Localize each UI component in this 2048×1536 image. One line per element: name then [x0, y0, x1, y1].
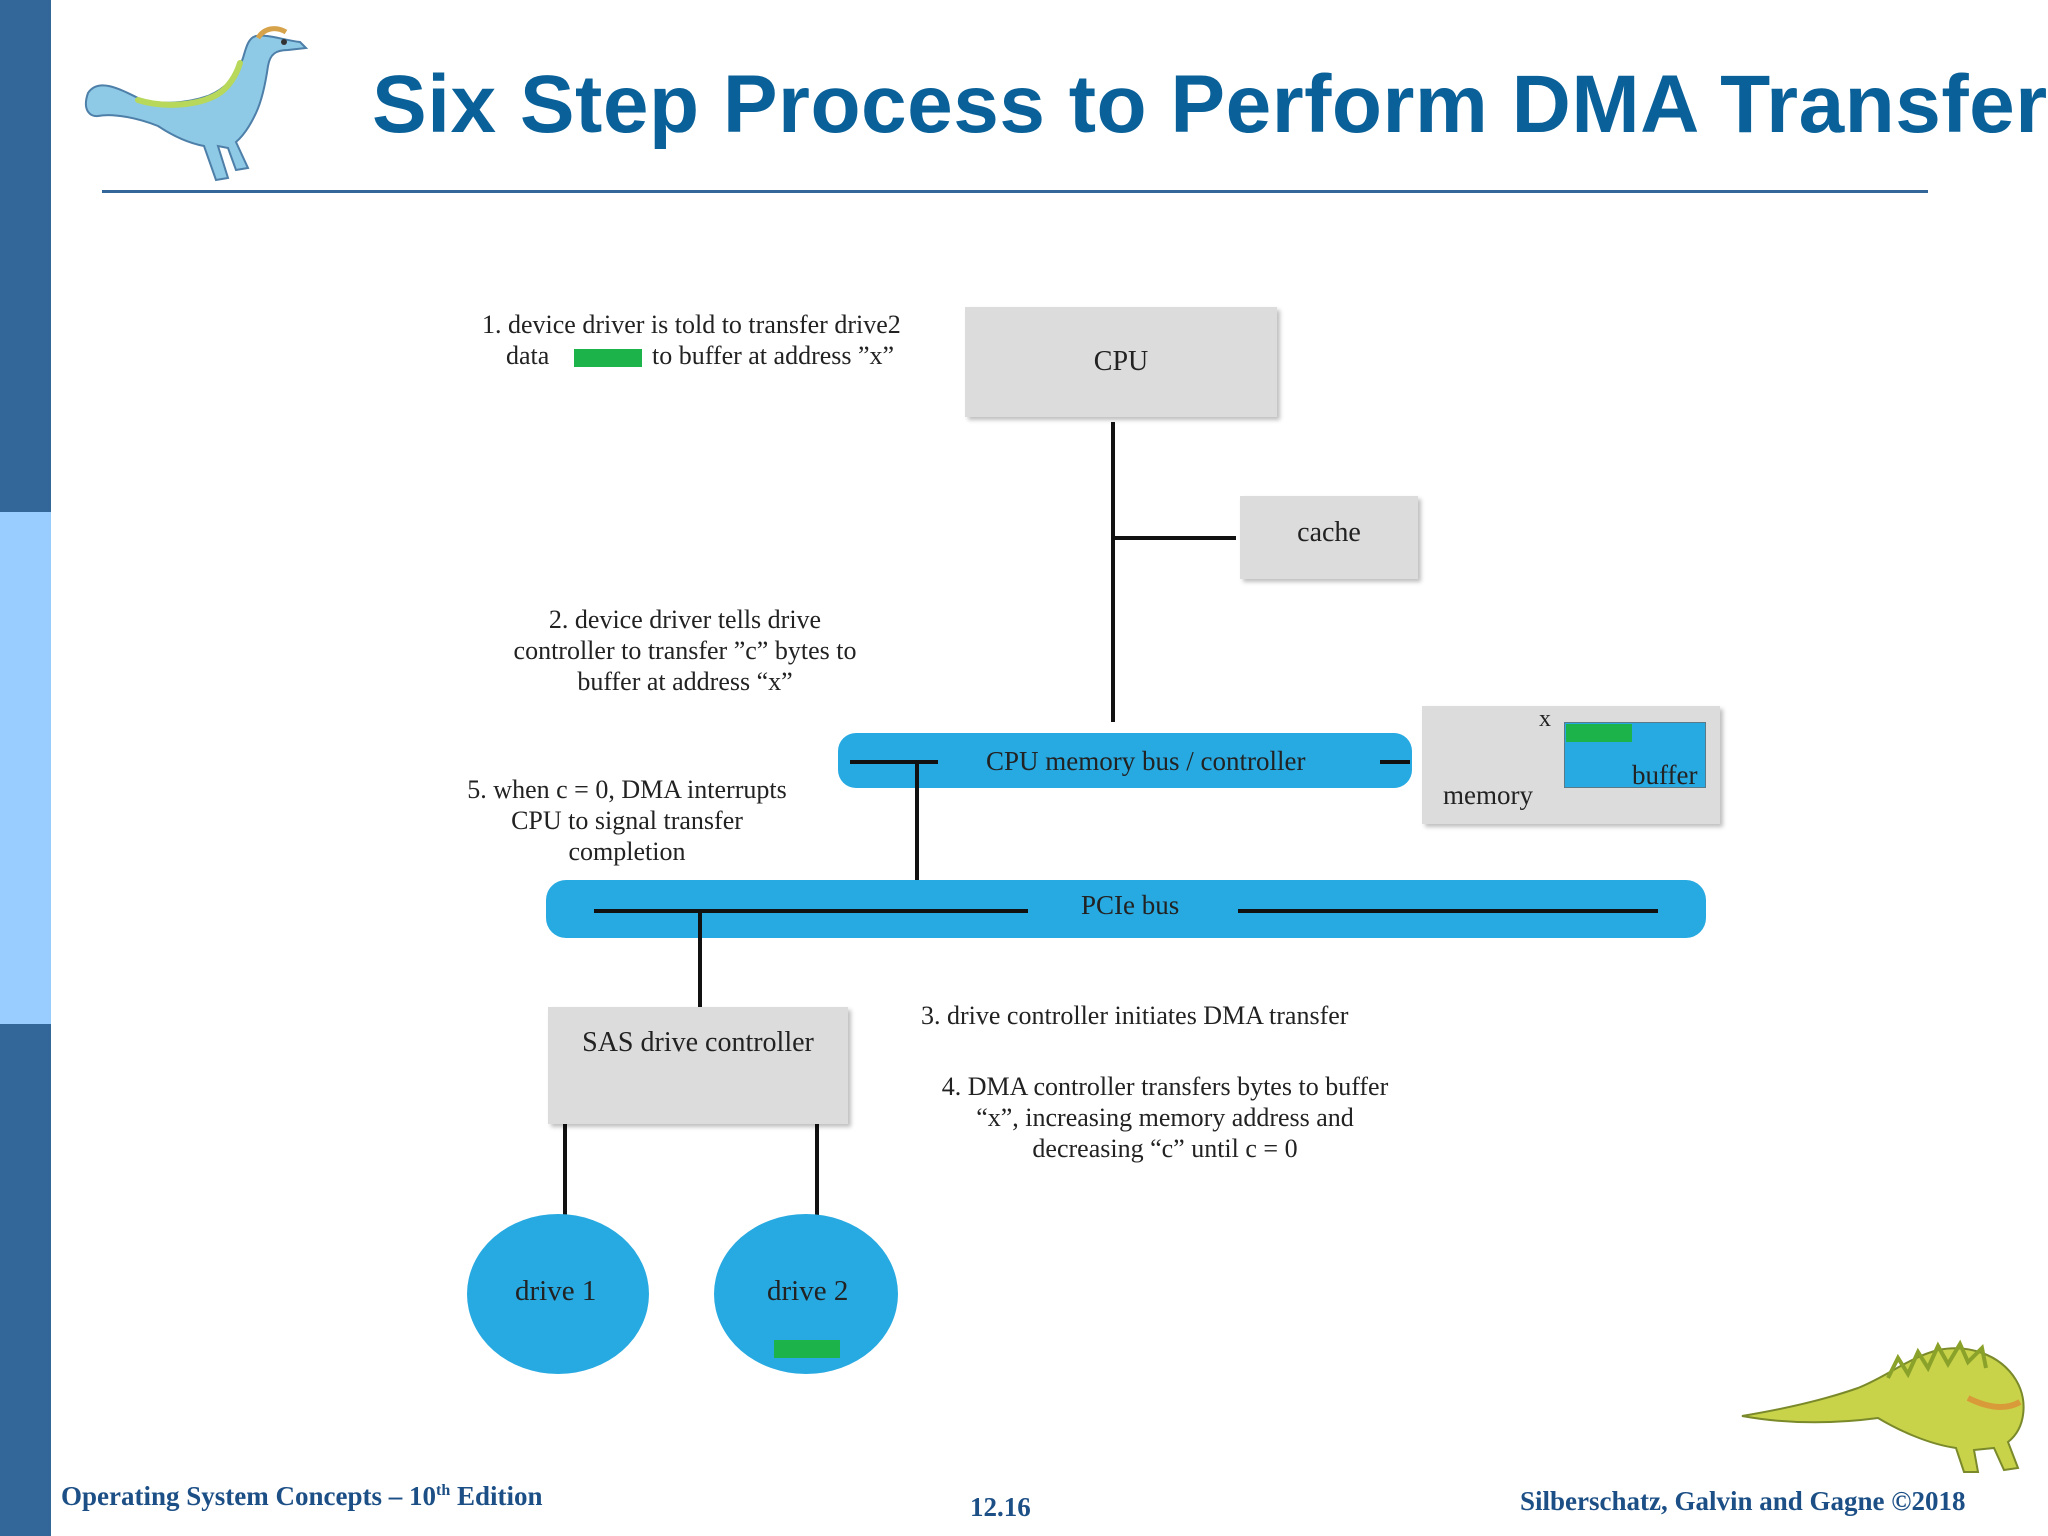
step1-data-block [574, 349, 642, 367]
drive2-label: drive 2 [767, 1275, 849, 1307]
cpu-box: CPU [965, 307, 1277, 417]
dinosaur-top-left-icon [84, 26, 309, 182]
page-number: 12.16 [970, 1492, 1031, 1522]
cpu-bus-label: CPU memory bus / controller [986, 746, 1306, 776]
cpu-memory-bus [838, 733, 1412, 788]
buffer-label: buffer [1632, 760, 1698, 790]
step1-data-word: data [506, 341, 550, 370]
sas-controller-box: SAS drive controller [548, 1007, 848, 1124]
step5-line2: CPU to signal transfer [511, 806, 743, 835]
dinosaur-bottom-right-icon [1741, 1339, 2025, 1473]
drive1-disk [467, 1214, 649, 1374]
drive2-data-block [774, 1340, 840, 1358]
step3-text: 3. drive controller initiates DMA transf… [921, 1001, 1349, 1030]
buffer-data-block [1566, 724, 1632, 742]
footer-copyright: Silberschatz, Galvin and Gagne ©2018 [1520, 1486, 1966, 1516]
sidebar-band-middle [0, 512, 51, 1024]
footer-course-title: Operating System Concepts – 10th Edition [61, 1481, 543, 1511]
step5-line1: 5. when c = 0, DMA interrupts [467, 775, 787, 804]
step2-line2: controller to transfer ”c” bytes to [513, 636, 857, 665]
step2-line3: buffer at address “x” [577, 667, 793, 696]
step1-tail: to buffer at address ”x” [652, 341, 895, 370]
drive1-label: drive 1 [515, 1275, 597, 1307]
step4-line2: “x”, increasing memory address and [976, 1103, 1354, 1132]
title-divider [102, 190, 1928, 193]
pcie-bus-label: PCIe bus [1081, 890, 1180, 920]
memory-label: memory [1443, 780, 1533, 810]
memory-x-label: x [1539, 706, 1551, 732]
step4-line3: decreasing “c” until c = 0 [1032, 1134, 1298, 1163]
step5-line3: completion [568, 837, 686, 866]
sidebar-band-top [0, 0, 51, 512]
drive2-disk [714, 1214, 898, 1374]
step4-line1: 4. DMA controller transfers bytes to buf… [941, 1072, 1389, 1101]
footer-superscript: th [435, 1482, 451, 1499]
cache-box: cache [1240, 496, 1418, 579]
pcie-bus [546, 880, 1706, 938]
sidebar-band-bottom [0, 1024, 51, 1536]
step1-line1: 1. device driver is told to transfer dri… [482, 310, 901, 339]
step2-line1: 2. device driver tells drive [548, 605, 822, 634]
cpu-label: CPU [1093, 346, 1149, 377]
sas-controller-label: SAS drive controller [582, 1027, 814, 1058]
cache-label: cache [1297, 517, 1361, 548]
slide-title: Six Step Process to Perform DMA Transfer [372, 59, 2048, 150]
